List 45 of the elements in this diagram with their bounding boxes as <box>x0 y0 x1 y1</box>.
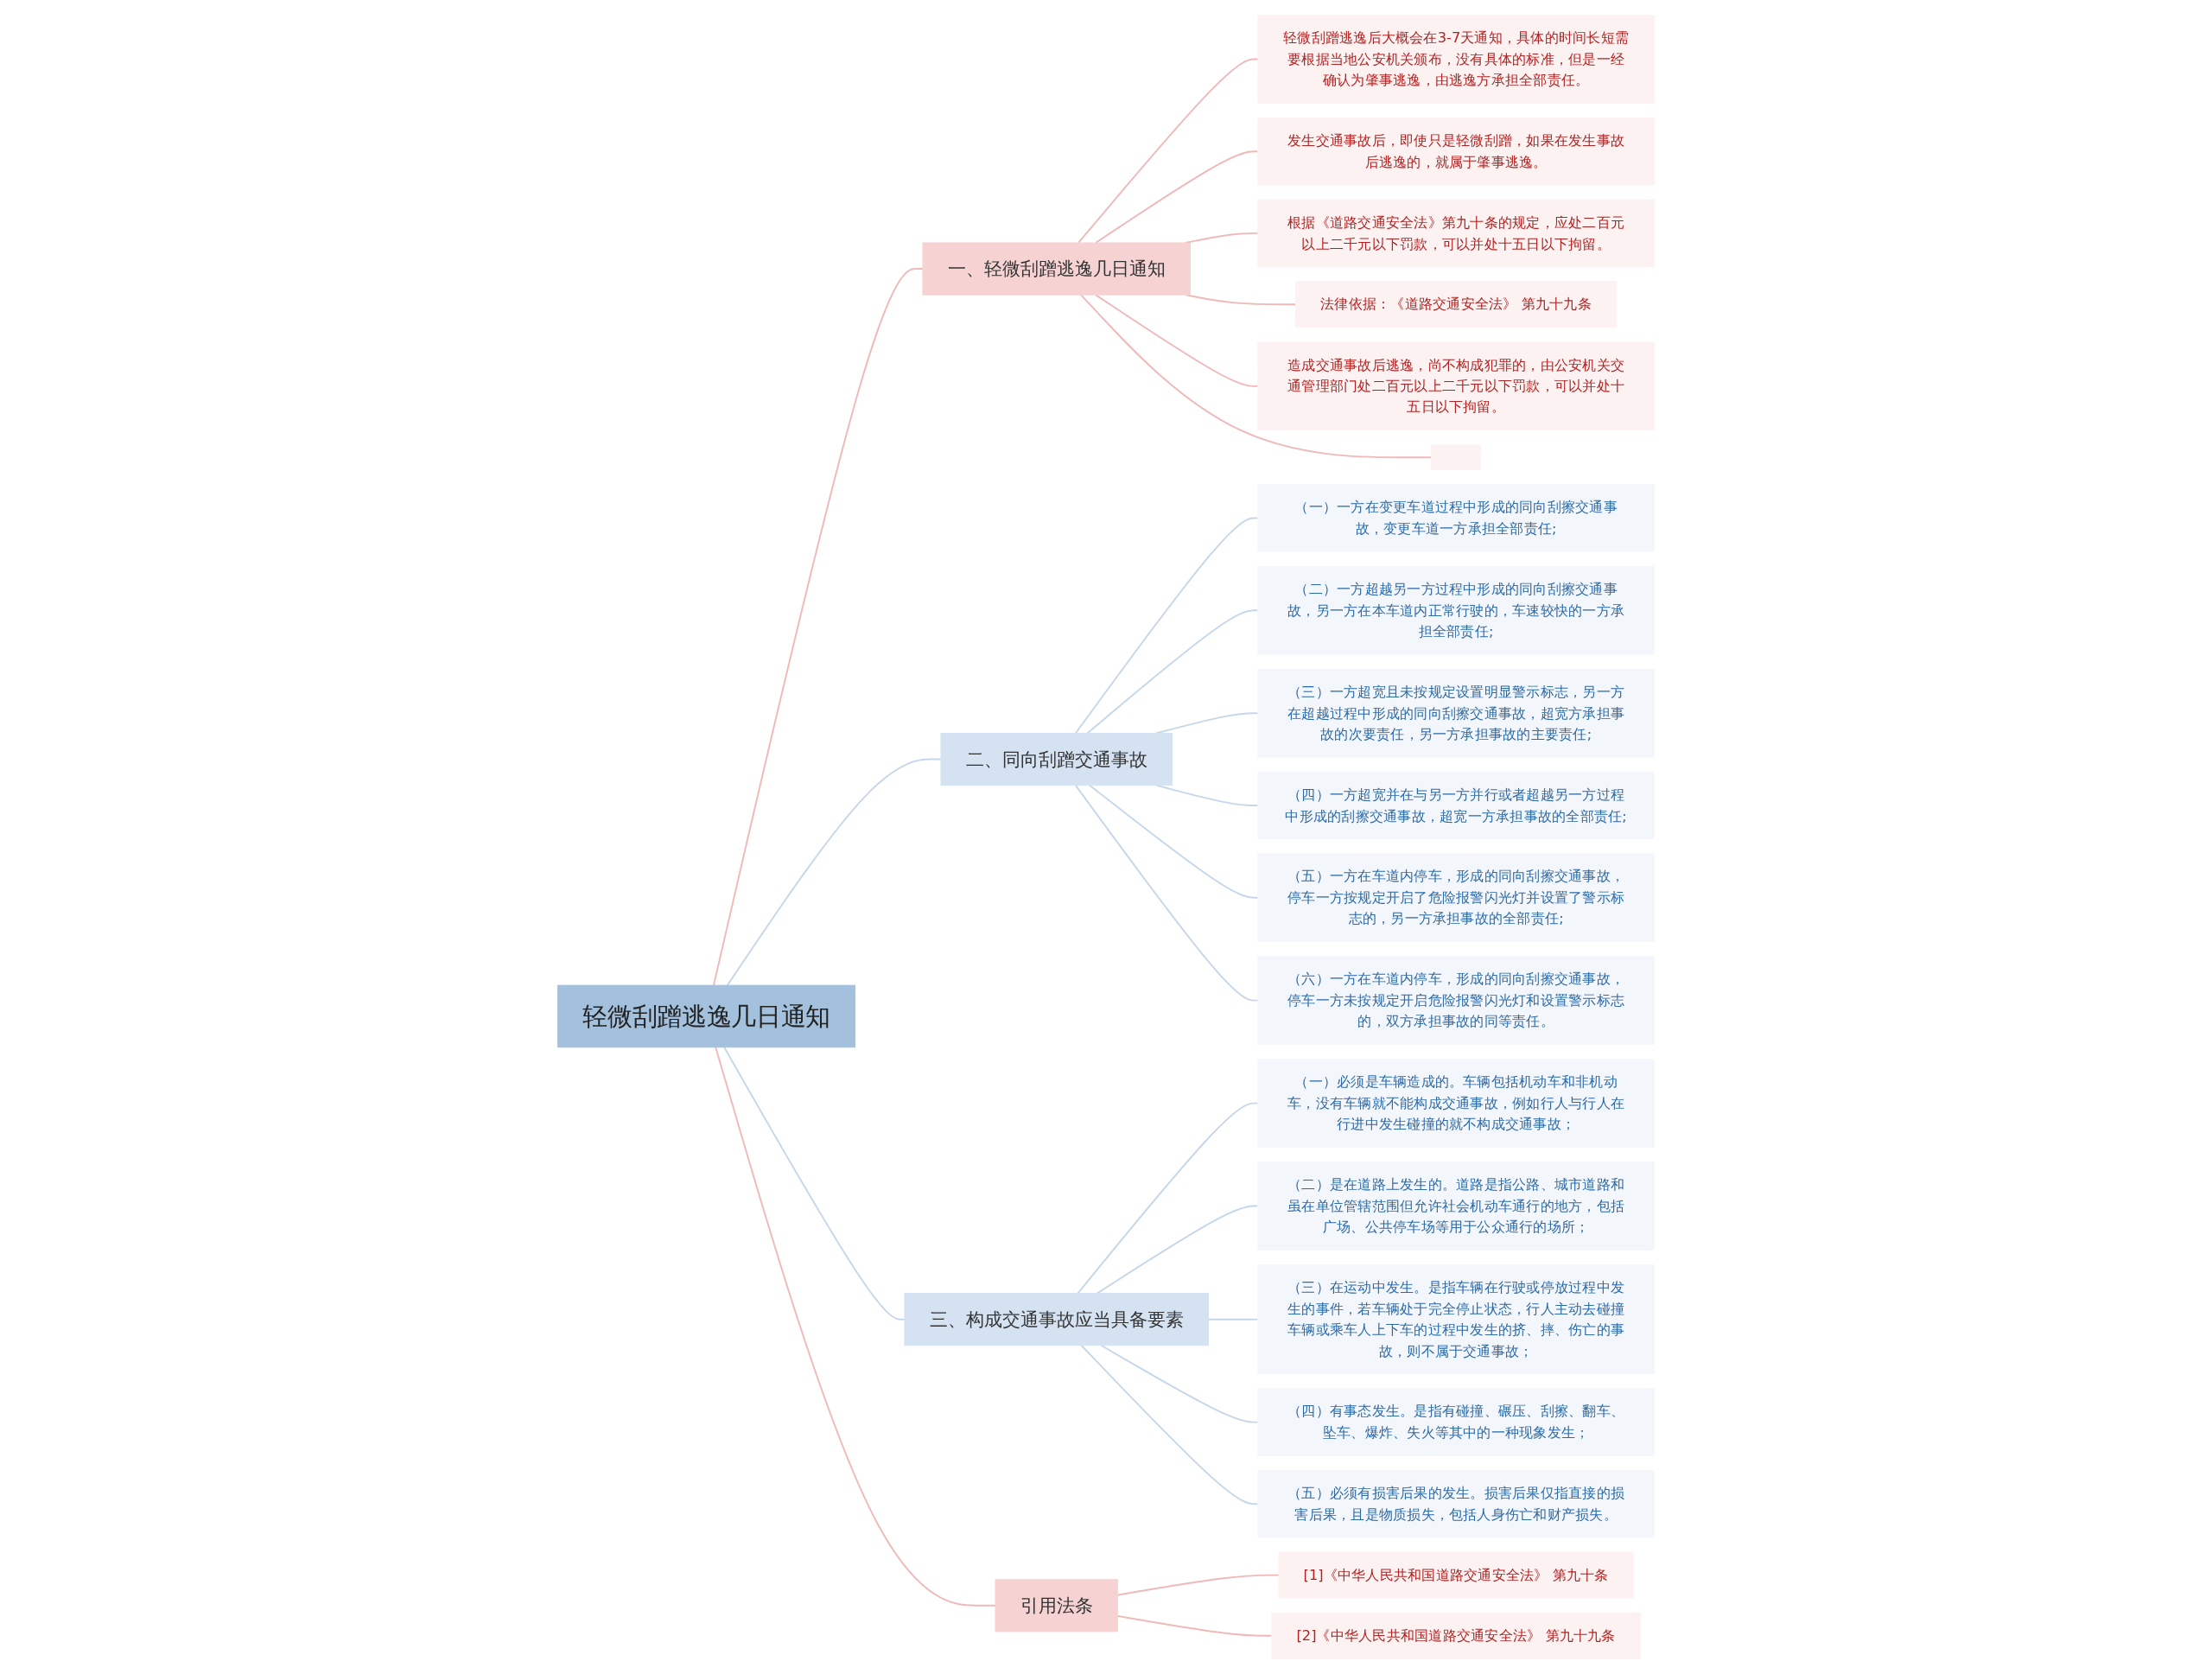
connector <box>723 1046 906 1321</box>
node-box <box>1257 118 1655 186</box>
connector <box>1089 784 1259 899</box>
node-box <box>557 984 856 1048</box>
connector <box>712 268 924 987</box>
node-box <box>1257 956 1655 1045</box>
connector <box>1086 609 1259 735</box>
node-box <box>1271 1612 1641 1659</box>
connector <box>1080 1344 1259 1505</box>
connector <box>1116 1614 1273 1637</box>
mind-map: 轻微刮蹭逃逸几日通知 一、轻微刮蹭逃逸几日通知 轻微刮蹭逃逸后大概会在3-7天通知，具体的时间长短需要根据当地公安机关颁布，没有具体的标准，但是一经确认为肇事逃逸，由逃逸方承担全部责任。 发生交通事故后，即使只是轻微刮蹭，如果在发生事故后逃逸的，就属于肇事逃逸。 根据《道路交通安全法》第九十条的规定，应处二百元以上二千元以下罚款，可以并处十五日以下拘留。 法律依据：《道路交通安全法》 第九十九条 造成交通事故后逃逸，尚不构成犯罪的，由公安机关交通管理部门处二百元以上二千元以下罚款，可以并处十五日以下拘留。 二、同向刮蹭交通事故 （一）一方在变更车道过程中形成的同向刮擦交通事故，变更车道一方承担全部责任; （二）一方超越另一方过程中形成的同向刮擦交通事故，另一方在本车道内正常行驶的，车速较快的一方承担全部责任; （三）一方超宽且未按规定设置明显警示标志，另一方在超越过程中形成的同向刮擦交通事故，超宽方承担事故的次要责任，另一方承担事故的主要责任; （四）一方超宽并在与另一方并行或者超越另一方过程中形成的刮擦交通事故，超宽一方承担事故的全部责任; （五）一方在车道内停车，形成的同向刮擦交通事故，停车一方按规定开启了危险报警闪光灯并设置了警示标志的，另一方承担事故的全部责任; （六）一方在车道内停车，形成的同向刮擦交通事故，停车一方未按规定开启危险报警闪光灯和设置警示标志的，双方承担事故的同等责任。 三、构成交通事故应当具备要素 （一）必须是车辆造成的。车辆包括机动车和非机动车，没有车辆就不能构成交通事故，例如行人与行人在行进中发生碰撞的就不构成交通事故； （二）是在道路上发生的。道路是指公路、城市道路和虽在单位管辖范围但允许社会机动车通行的地方，包括广场、公共停车场等用于公众通行的场所； （三）在运动中发生。是指车辆在行驶或停放过程中发生的事件，若车辆处于完全停止状态，行人主动去碰撞车辆或乘车人上下车的过程中发生的挤、摔、伤亡的事故，则不属于交通事故； （四）有事态发生。是指有碰撞、碾压、刮擦、翻车、坠车、爆炸、失火等其中的一种现象发生； （五）必须有损害后果的发生。损害后果仅指直接的损害后果，且是物质损失，包括人身伤亡和财产损失。 引用法条 [1]《中华人民共和国道路交通安全法》 第九十条 [2]《中华人民共和国道路交通安全法》 第九十九条 <box>550 9 1661 1665</box>
node-box <box>1257 1388 1655 1456</box>
node-box <box>1257 565 1655 655</box>
node-box <box>1257 1264 1655 1375</box>
node-box <box>1257 853 1655 943</box>
connector <box>715 1046 996 1607</box>
connector <box>726 758 942 987</box>
node-box <box>1257 484 1655 552</box>
connector <box>1116 1574 1280 1596</box>
connector <box>1074 784 1259 1002</box>
connector <box>1185 232 1259 244</box>
node-box <box>1278 1551 1634 1599</box>
connector <box>1095 294 1259 387</box>
node-box <box>995 1579 1118 1633</box>
connector <box>1096 1205 1259 1295</box>
connector <box>1100 1344 1259 1423</box>
connector <box>1074 517 1259 735</box>
node-box <box>940 733 1173 786</box>
node-box <box>1257 771 1655 840</box>
node-box <box>1257 668 1655 758</box>
node-box <box>1295 281 1618 328</box>
connector <box>1207 1318 1259 1321</box>
connector <box>1077 58 1259 244</box>
node-box <box>1257 1162 1655 1251</box>
node-box <box>1257 341 1655 431</box>
node-box <box>1257 1059 1655 1148</box>
node-box <box>904 1293 1209 1346</box>
node-box <box>1257 1470 1655 1538</box>
node-box <box>1430 444 1482 471</box>
node-box <box>1257 199 1655 268</box>
connector <box>1095 150 1259 244</box>
node-box <box>922 242 1191 296</box>
node-box <box>1257 15 1655 104</box>
connector <box>1079 294 1433 459</box>
connector <box>1077 1102 1259 1295</box>
